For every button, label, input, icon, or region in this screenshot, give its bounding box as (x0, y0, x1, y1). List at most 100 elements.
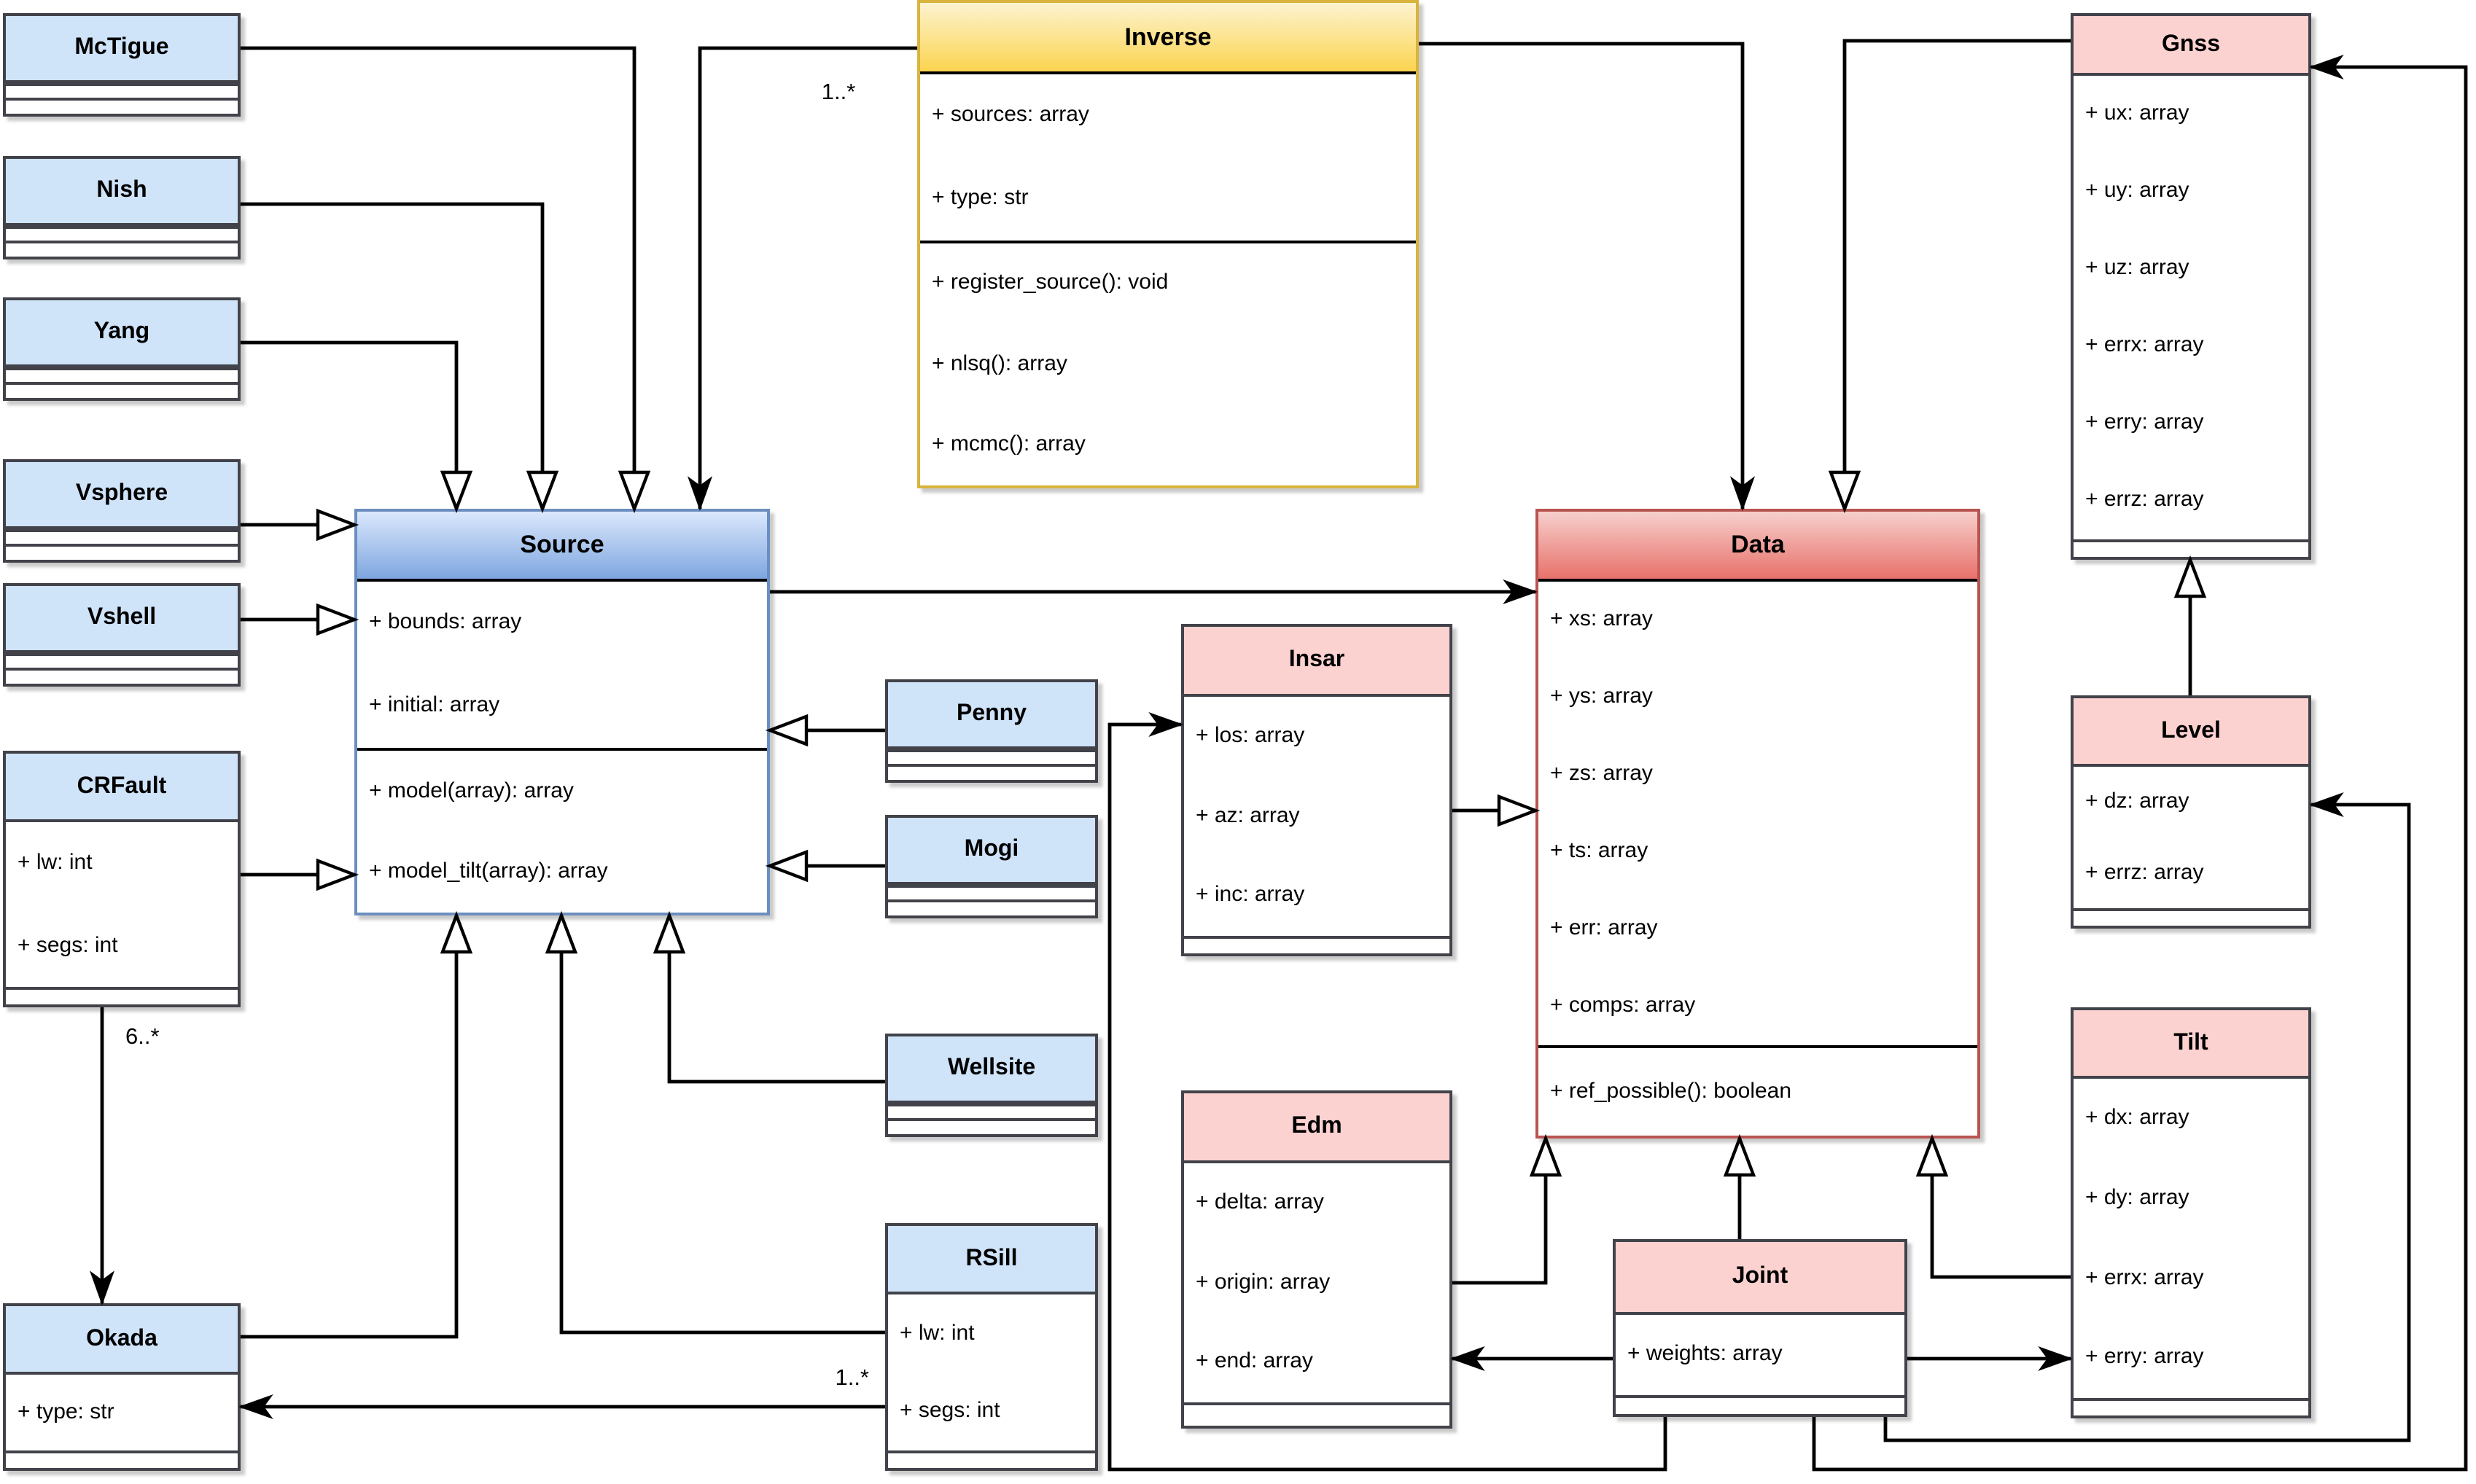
attributes-section: + los: array+ az: array+ inc: array (1184, 697, 1449, 936)
empty-compartment (2074, 908, 2308, 926)
connector-inverse-source-association (687, 46, 917, 511)
methods-section: + model(array): array + model_tilt(array)… (357, 748, 767, 913)
method-row: + model_tilt(array): array (369, 859, 608, 883)
class-box-vsphere: Vsphere (3, 459, 241, 563)
empty-compartment (888, 1104, 1095, 1118)
class-title: Nish (6, 159, 238, 226)
empty-compartment (1184, 1402, 1449, 1426)
methods-section: + register_source(): void + nlsq(): array… (920, 241, 1416, 485)
class-title: Wellsite (888, 1036, 1095, 1104)
empty-compartment (1184, 936, 1449, 953)
empty-compartment (2074, 1398, 2308, 1415)
attribute-row: + uz: array (2085, 255, 2189, 281)
class-box-edm: Edm+ delta: array+ origin: array+ end: a… (1181, 1090, 1452, 1429)
attribute-row: + segs: int (900, 1398, 1000, 1423)
empty-compartment (6, 98, 238, 114)
attribute-row: + err: array (1550, 915, 1658, 941)
multiplicity-label: 1..* (835, 1364, 869, 1390)
attribute-row: + errx: array (2085, 332, 2204, 358)
attribute-row: + origin: array (1196, 1269, 1331, 1294)
attribute-row: + ts: array (1550, 838, 1648, 864)
method-row: + mcmc(): array (932, 431, 1086, 457)
attribute-row: + weights: array (1627, 1341, 1783, 1367)
class-title: Gnss (2074, 16, 2308, 76)
method-row: + model(array): array (369, 778, 574, 802)
class-title: Joint (1616, 1242, 1904, 1315)
class-title: RSill (888, 1226, 1095, 1294)
attribute-row: + errz: array (2085, 487, 2204, 512)
class-box-crfault: CRFault+ lw: int+ segs: int (3, 751, 241, 1007)
class-title: CRFault (6, 754, 238, 822)
attribute-row: + uy: array (2085, 178, 2189, 203)
attribute-row: + sources: array (932, 102, 1089, 128)
class-box-insar: Insar+ los: array+ az: array+ inc: array (1181, 624, 1452, 956)
attribute-row: + errz: array (2085, 859, 2204, 884)
class-title: Vshell (6, 586, 238, 653)
attribute-row: + dy: array (2085, 1184, 2189, 1210)
connector-okada-source-inheritance (241, 915, 456, 1339)
attributes-section: + bounds: array + initial: array (357, 582, 767, 748)
attribute-row: + type: str (932, 185, 1029, 211)
connector-wellsite-source-inheritance (669, 915, 885, 1084)
class-box-penny: Penny (885, 679, 1098, 783)
methods-section: + ref_possible(): boolean (1538, 1045, 1977, 1136)
class-box-inverse: Inverse+ sources: array+ type: str+ regi… (917, 0, 1419, 488)
attribute-row: + ux: array (2085, 101, 2189, 126)
empty-compartment (6, 668, 238, 684)
attribute-row: + az: array (1196, 802, 1300, 828)
attribute-row: + end: array (1196, 1348, 1313, 1374)
class-box-mogi: Mogi (885, 815, 1098, 918)
attribute-row: + zs: array (1550, 761, 1653, 786)
empty-compartment (6, 529, 238, 544)
attributes-section: + type: str (6, 1375, 238, 1450)
class-title: Yang (6, 300, 238, 367)
attribute-row: + bounds: array (369, 609, 522, 635)
connector-nish-source-inheritance (241, 202, 542, 509)
attribute-row: + type: str (17, 1399, 114, 1424)
connector-rsill-source-inheritance (561, 915, 885, 1335)
class-title: Okada (6, 1306, 238, 1375)
attribute-row: + erry: array (2085, 1344, 2204, 1370)
method-row: + register_source(): void (932, 270, 1169, 295)
class-box-data: Data+ xs: array+ ys: array+ zs: array+ t… (1535, 509, 1980, 1139)
connector-yang-source-inheritance (241, 340, 456, 509)
attributes-section: + weights: array (1616, 1315, 1904, 1395)
attributes-section: + dx: array+ dy: array+ errx: array+ err… (2074, 1079, 2308, 1398)
connector-edm-data-inheritance (1452, 1139, 1546, 1285)
empty-compartment (6, 83, 238, 98)
class-title: Level (2074, 698, 2308, 767)
empty-compartment (6, 987, 238, 1004)
empty-compartment (6, 382, 238, 398)
method-row: + nlsq(): array (932, 351, 1067, 376)
class-box-gnss: Gnss + ux: array + uy: array + uz: array + e… (2071, 13, 2311, 560)
empty-compartment (888, 1450, 1095, 1468)
class-title: Mogi (888, 818, 1095, 885)
empty-compartment (6, 653, 238, 668)
attribute-row: + initial: array (369, 692, 500, 718)
empty-compartment (888, 899, 1095, 915)
attribute-row: + los: array (1196, 723, 1305, 749)
class-box-rsill: RSill+ lw: int+ segs: int (885, 1223, 1098, 1471)
class-title: Insar (1184, 627, 1449, 697)
class-box-level: Level + dz: array + errz: array (2071, 695, 2311, 929)
attributes-section: + delta: array + origin: array + end: arra… (1184, 1163, 1449, 1402)
class-title: McTigue (6, 16, 238, 83)
class-box-yang: Yang (3, 297, 241, 401)
class-box-mctigue: McTigue (3, 13, 241, 117)
empty-compartment (888, 885, 1095, 899)
attribute-row: + comps: array (1550, 993, 1696, 1018)
multiplicity-label: 1..* (822, 79, 856, 104)
class-title: Source (357, 512, 767, 582)
attribute-row: + xs: array (1550, 606, 1653, 632)
empty-compartment (888, 1118, 1095, 1134)
class-title: Penny (888, 682, 1095, 749)
attribute-row: + dz: array (2085, 789, 2189, 813)
class-box-joint: Joint + weights: array (1613, 1239, 1907, 1417)
empty-compartment (6, 241, 238, 257)
class-box-wellsite: Wellsite (885, 1034, 1098, 1137)
empty-compartment (888, 764, 1095, 780)
attributes-section: + xs: array+ ys: array+ zs: array+ ts: a… (1538, 582, 1977, 1045)
empty-compartment (2074, 539, 2308, 557)
attribute-row: + delta: array (1196, 1190, 1324, 1215)
